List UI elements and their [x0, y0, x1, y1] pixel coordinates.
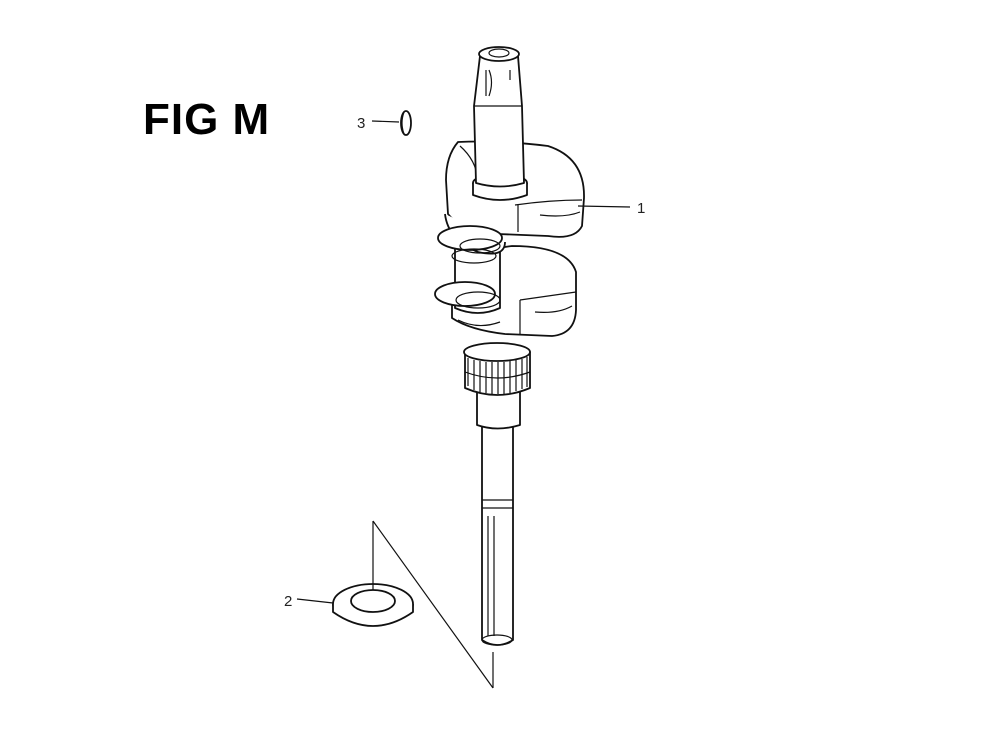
leader-line-2 [296, 598, 334, 604]
part-key[interactable] [400, 110, 412, 136]
callout-1[interactable]: 1 [637, 200, 645, 217]
part-washer[interactable] [332, 583, 414, 627]
callout-2[interactable]: 2 [284, 593, 292, 610]
part-crankshaft[interactable] [434, 46, 585, 646]
leader-line-1 [577, 205, 631, 208]
callout-3[interactable]: 3 [357, 115, 365, 132]
figure-title: FIG M [143, 95, 271, 144]
assembly-guide-lines [372, 520, 494, 689]
leader-line-3 [371, 120, 400, 123]
